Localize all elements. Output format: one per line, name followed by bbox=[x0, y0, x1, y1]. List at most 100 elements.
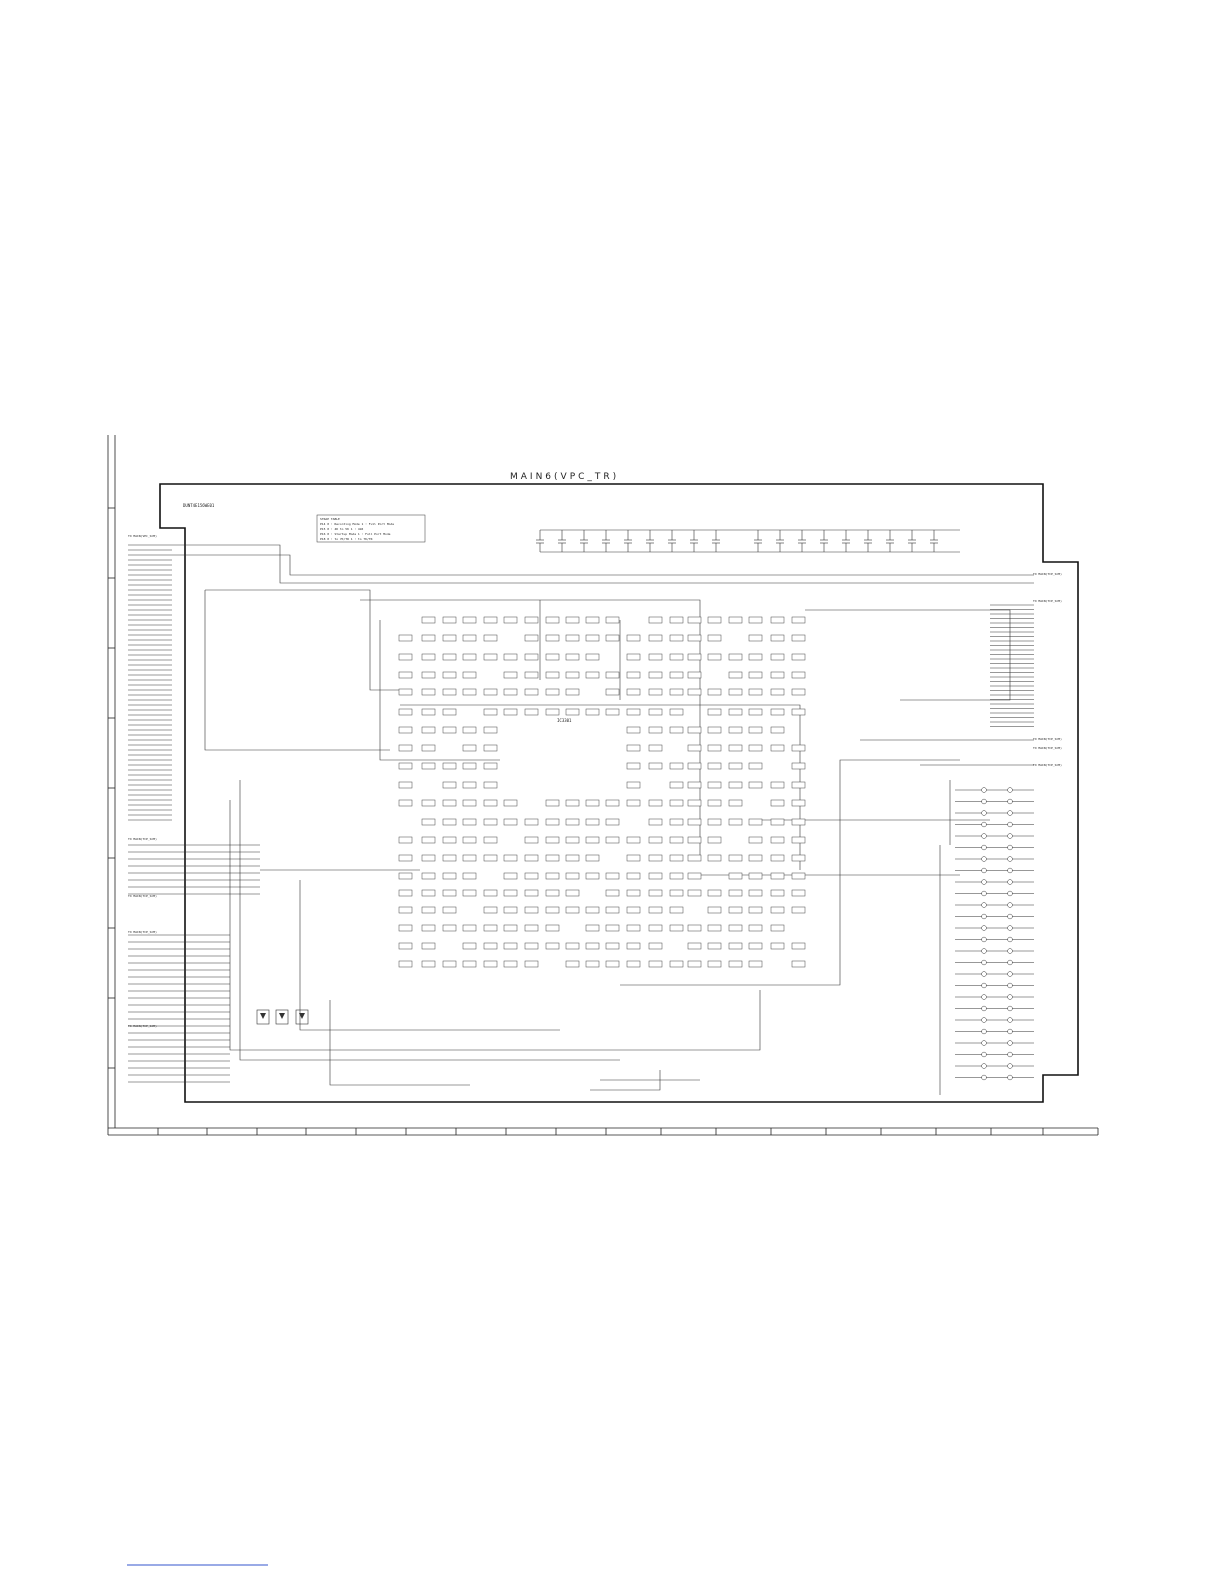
resnet-pad bbox=[981, 821, 987, 828]
trace bbox=[329, 1000, 470, 1086]
resnet-pad bbox=[981, 890, 987, 897]
bga-pin bbox=[503, 960, 518, 968]
bga-pin bbox=[442, 889, 457, 897]
trace bbox=[205, 589, 405, 691]
resnet-pad bbox=[1007, 1051, 1013, 1058]
strap-table-row: P16 0 : Startup Mode 1 : Full Port Mode bbox=[320, 532, 391, 536]
bga-pin bbox=[707, 906, 722, 914]
bga-pin bbox=[791, 906, 806, 914]
bga-pin bbox=[605, 708, 620, 716]
bga-pin bbox=[748, 906, 763, 914]
bga-pin bbox=[462, 762, 477, 770]
connector-label: TO MAIN(TCP_SCM) bbox=[1033, 599, 1062, 603]
bga-pin bbox=[770, 671, 785, 679]
bga-pin bbox=[398, 781, 413, 789]
bga-pin bbox=[669, 818, 684, 826]
bga-pin bbox=[669, 924, 684, 932]
bga-pin bbox=[442, 634, 457, 642]
bga-pin bbox=[770, 688, 785, 696]
bga-pin bbox=[626, 799, 641, 807]
bga-pin bbox=[648, 688, 663, 696]
bga-pin bbox=[791, 653, 806, 661]
bga-pin bbox=[626, 762, 641, 770]
resnet-pad bbox=[1007, 994, 1013, 1000]
bga-pin bbox=[524, 708, 539, 716]
bga-pin bbox=[626, 781, 641, 789]
bga-pin bbox=[707, 762, 722, 770]
bga-pin bbox=[421, 960, 436, 968]
bga-pin bbox=[770, 726, 785, 734]
bga-pin bbox=[707, 653, 722, 661]
bga-pin bbox=[483, 818, 498, 826]
bga-pin bbox=[545, 906, 560, 914]
bga-pin bbox=[728, 688, 743, 696]
bga-pin bbox=[524, 634, 539, 642]
bga-pin bbox=[748, 688, 763, 696]
bga-pin bbox=[728, 726, 743, 734]
bga-pin bbox=[748, 818, 763, 826]
resnet-pad bbox=[981, 902, 987, 908]
resnet-pad bbox=[1007, 936, 1013, 943]
bga-pin bbox=[462, 799, 477, 807]
bga-pin bbox=[748, 836, 763, 844]
resnet-pad bbox=[981, 1017, 987, 1023]
bga-pin bbox=[462, 634, 477, 642]
bga-pin bbox=[687, 726, 702, 734]
bga-pin bbox=[565, 653, 580, 661]
bga-pin bbox=[605, 960, 620, 968]
bga-pin bbox=[791, 836, 806, 844]
capacitor-bank bbox=[536, 529, 960, 553]
bga-pin bbox=[585, 942, 600, 950]
bga-pin bbox=[605, 836, 620, 844]
border-zone-ticks bbox=[108, 507, 1044, 1135]
bga-pin bbox=[442, 781, 457, 789]
bga-pin bbox=[483, 889, 498, 897]
bga-pin bbox=[626, 924, 641, 932]
bga-pin bbox=[707, 836, 722, 844]
bga-pin bbox=[545, 889, 560, 897]
resnet-pad bbox=[981, 913, 987, 920]
bga-pin bbox=[545, 708, 560, 716]
bga-pin bbox=[442, 872, 457, 880]
bga-pin bbox=[669, 688, 684, 696]
bga-pin bbox=[585, 818, 600, 826]
bga-pin bbox=[565, 799, 580, 807]
resnet-pad bbox=[981, 810, 987, 816]
bga-pin bbox=[626, 960, 641, 968]
bga-pin bbox=[442, 688, 457, 696]
resnet-pad bbox=[981, 1040, 987, 1046]
bga-pin bbox=[707, 634, 722, 642]
resnet-pad bbox=[981, 1063, 987, 1069]
bga-pin bbox=[669, 906, 684, 914]
bga-pin bbox=[791, 762, 806, 770]
bga-pin bbox=[605, 616, 620, 624]
bga-pin bbox=[421, 708, 436, 716]
bga-pin bbox=[791, 634, 806, 642]
bga-pin bbox=[483, 762, 498, 770]
resnet-pad bbox=[1007, 844, 1013, 851]
bga-pin bbox=[503, 799, 518, 807]
bga-pin bbox=[626, 906, 641, 914]
bga-pin bbox=[791, 799, 806, 807]
resnet-pad bbox=[1007, 798, 1013, 805]
bga-pin bbox=[728, 616, 743, 624]
bga-pin bbox=[565, 854, 580, 862]
bga-pin bbox=[626, 634, 641, 642]
bga-pin bbox=[748, 671, 763, 679]
resnet-pad bbox=[981, 1028, 987, 1035]
bga-pin bbox=[565, 634, 580, 642]
bga-pin bbox=[707, 889, 722, 897]
resnet-pad bbox=[1007, 971, 1013, 977]
bga-pin-array bbox=[398, 616, 806, 968]
bga-pin bbox=[748, 924, 763, 932]
bga-pin bbox=[669, 781, 684, 789]
bga-pin bbox=[626, 854, 641, 862]
strap-table-row: P14 0 : Recording Mode 1 : Full Port Mod… bbox=[320, 522, 394, 526]
bga-pin bbox=[728, 924, 743, 932]
bga-pin bbox=[770, 634, 785, 642]
bga-pin bbox=[483, 960, 498, 968]
bga-pin bbox=[503, 708, 518, 716]
bga-pin bbox=[462, 854, 477, 862]
bga-pin bbox=[791, 781, 806, 789]
bga-pin bbox=[648, 653, 663, 661]
